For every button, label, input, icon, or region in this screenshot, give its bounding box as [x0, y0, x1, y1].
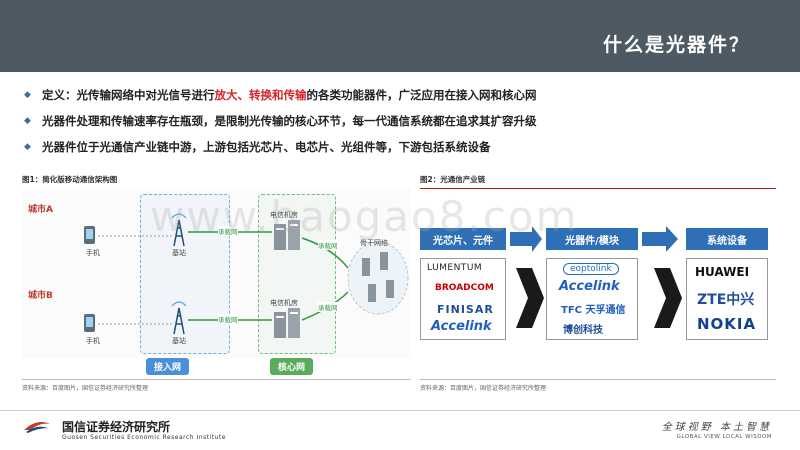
page-title: 什么是光器件？ [602, 34, 750, 56]
tfc-logo: TFC 天孚通信 [561, 305, 626, 316]
broadcom-logo: BROADCOM [435, 283, 494, 293]
chain-stage-upstream: 光芯片、元件 [420, 228, 506, 250]
telecom-room-label: 电信机房 [270, 299, 298, 307]
figure-title: 图2：光通信产业链 [420, 174, 776, 189]
nokia-logo: NOKIA [697, 315, 757, 333]
lumentum-logo: LUMENTUM [427, 263, 483, 273]
arrow-right-icon [510, 226, 542, 252]
eoptolink-logo: eoptolink [563, 263, 619, 275]
bearer-net-label: 承载网 [218, 314, 238, 324]
telecom-room-label: 电信机房 [270, 211, 298, 219]
server-rack-icon [274, 220, 300, 250]
footer-divider [0, 410, 800, 411]
server-rack-icon [274, 308, 300, 338]
bullet-text: 定义：光传输网络中对光信号进行放大、转换和传输的各类功能器件，广泛应用在接入网和… [42, 88, 537, 102]
radio-link-lines [98, 235, 172, 325]
access-network-tag: 接入网 [146, 358, 190, 375]
figure-industry-chain: 图2：光通信产业链 光芯片、元件 光器件/模块 系统设备 LUMENTUM BR… [420, 174, 776, 398]
network-diagram: 城市A 城市B [22, 188, 411, 375]
diamond-bullet-icon: ◆ [24, 142, 31, 152]
bullet-item: ◆ 光器件位于光通信产业链中游，上游包括光芯片、电芯片、光组件等，下游包括系统设… [24, 134, 784, 160]
bearer-net-label: 承载网 [218, 226, 238, 236]
diamond-bullet-icon: ◆ [24, 90, 31, 100]
access-network-zone [140, 194, 230, 354]
arrow-right-icon [642, 226, 678, 252]
diamond-bullet-icon: ◆ [24, 116, 31, 126]
upstream-logo-box: LUMENTUM BROADCOM FINISAR Accelink [420, 258, 506, 340]
figure-source: 资料来源：百度图片，国信证券经济研究所整理 [420, 385, 547, 392]
footer-slogan-en: GLOBAL VIEW LOCAL WISDOM [676, 434, 772, 440]
bullet-text: 光器件处理和传输速率存在瓶颈，是限制光传输的核心环节，每一代通信系统都在追求其扩… [42, 114, 537, 128]
watermark: www.baogao8.com [150, 192, 579, 241]
figure-divider [22, 379, 411, 380]
finisar-logo: FINISAR [437, 303, 494, 316]
midstream-logo-box: eoptolink Accelink TFC 天孚通信 博创科技 [546, 258, 638, 340]
chain-arrows [510, 226, 682, 328]
bullet-text: 光器件位于光通信产业链中游，上游包括光芯片、电芯片、光组件等，下游包括系统设备 [42, 140, 491, 154]
bearer-net-label: 承载网 [318, 302, 338, 312]
core-network-tag: 核心网 [270, 358, 314, 375]
figure-title: 图1：简化版移动通信架构图 [22, 174, 411, 189]
base-station-tower-icon [171, 301, 187, 335]
station-label: 基站 [172, 337, 186, 345]
bochuang-logo: 博创科技 [563, 325, 603, 336]
city-a-label: 城市A [28, 205, 53, 215]
chevron-right-icon [516, 268, 544, 328]
base-station-tower-icon [171, 213, 187, 247]
bullet-list: ◆ 定义：光传输网络中对光信号进行放大、转换和传输的各类功能器件，广泛应用在接入… [24, 82, 784, 160]
huawei-logo: HUAWEI [695, 265, 750, 279]
footer-slogan: 全球视野 本土智慧 [661, 422, 772, 433]
station-label: 基站 [172, 249, 186, 257]
backbone-cloud-icon [347, 241, 409, 315]
figure-divider [420, 379, 776, 380]
figure-source: 资料来源：百度图片，国信证券经济研究所整理 [22, 385, 149, 392]
downstream-logo-box: HUAWEI ZTE中兴 NOKIA [686, 258, 768, 340]
guosen-logo-icon [24, 422, 50, 433]
backbone-label: 骨干网络 [360, 239, 388, 247]
footer-company-name: 国信证券经济研究所 [62, 420, 171, 434]
network-diagram-graphics [84, 213, 409, 338]
bearer-net-label: 承载网 [318, 240, 338, 250]
header-bar: 什么是光器件？ [0, 0, 800, 72]
accelink-logo: Accelink [431, 319, 492, 334]
zte-logo: ZTE中兴 [697, 292, 755, 308]
accelink-logo: Accelink [559, 279, 620, 294]
phone-label: 手机 [86, 249, 100, 257]
chevron-right-icon [654, 268, 682, 328]
chain-stage-midstream: 光器件/模块 [546, 228, 638, 250]
footer-company-name-en: Guosen Securities Economic Research Inst… [62, 434, 226, 441]
bullet-item: ◆ 光器件处理和传输速率存在瓶颈，是限制光传输的核心环节，每一代通信系统都在追求… [24, 108, 784, 134]
phone-icon [84, 314, 95, 332]
city-b-label: 城市B [28, 291, 53, 301]
bullet-item: ◆ 定义：光传输网络中对光信号进行放大、转换和传输的各类功能器件，广泛应用在接入… [24, 82, 784, 108]
chain-stage-downstream: 系统设备 [686, 228, 768, 250]
figure-network-architecture: 图1：简化版移动通信架构图 城市A 城市B [22, 174, 411, 398]
phone-icon [84, 226, 95, 244]
phone-label: 手机 [86, 337, 100, 345]
